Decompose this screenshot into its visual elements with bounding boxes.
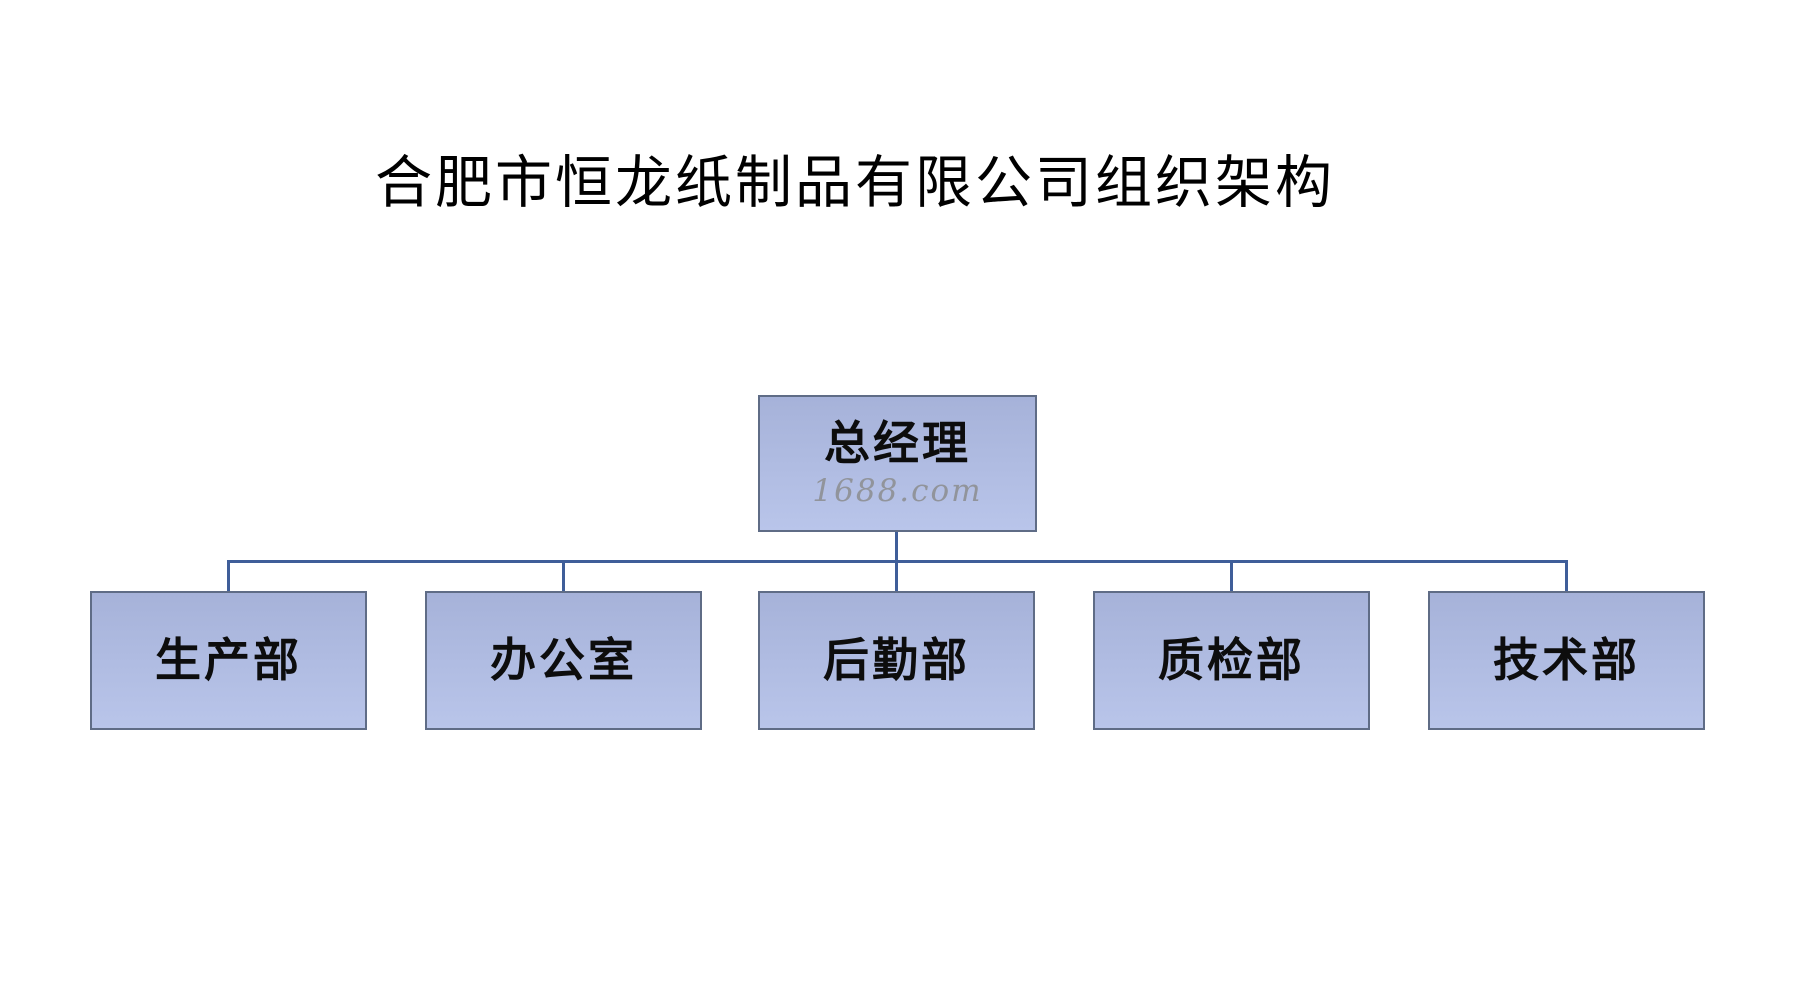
org-node-label-logistics-dept: 后勤部	[823, 634, 970, 687]
org-node-label-production-dept: 生产部	[155, 634, 302, 687]
org-node-production-dept: 生产部	[90, 591, 367, 730]
org-node-label-quality-dept: 质检部	[1158, 634, 1305, 687]
org-node-quality-dept: 质检部	[1093, 591, 1370, 730]
connector-drop-office	[562, 560, 565, 591]
org-node-label-general-manager: 总经理	[824, 417, 971, 469]
connector-drop-technology	[1565, 560, 1568, 591]
connector-drop-quality	[1230, 560, 1233, 591]
connector-drop-production	[227, 560, 230, 591]
org-node-logistics-dept: 后勤部	[758, 591, 1035, 730]
watermark-1688: 1688.com	[812, 473, 983, 510]
org-node-general-manager: 总经理 1688.com	[758, 395, 1037, 532]
chart-title: 合肥市恒龙纸制品有限公司组织架构	[375, 151, 1335, 215]
org-node-technology-dept: 技术部	[1428, 591, 1705, 730]
connector-root-stub	[895, 532, 898, 563]
org-node-office: 办公室	[425, 591, 702, 730]
org-node-label-office: 办公室	[490, 634, 637, 687]
org-node-label-technology-dept: 技术部	[1493, 634, 1640, 687]
connector-drop-logistics	[895, 560, 898, 591]
